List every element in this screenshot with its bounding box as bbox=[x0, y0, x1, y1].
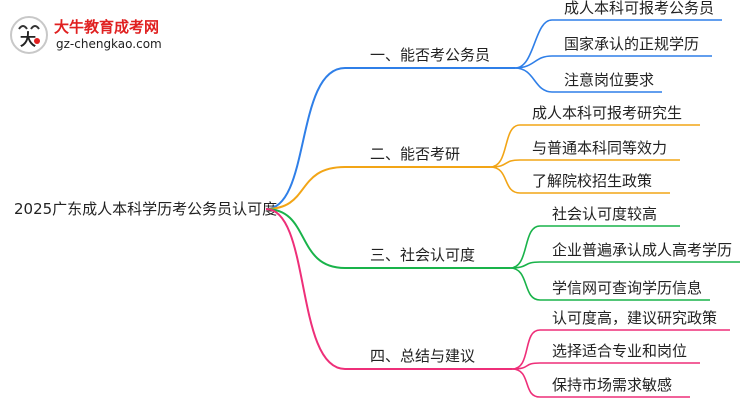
root-node-label: 2025广东成人本科学历考公务员认可度 bbox=[14, 200, 277, 218]
leaf-connector bbox=[489, 166, 521, 194]
leaf-label: 企业普遍承认成人高考学历 bbox=[552, 241, 732, 259]
branch-connector bbox=[265, 67, 346, 210]
leaf-label: 了解院校招生政策 bbox=[532, 172, 652, 190]
branch-label: 二、能否考研 bbox=[370, 145, 460, 163]
branch-connector bbox=[265, 208, 346, 370]
leaf-label: 认可度高，建议研究政策 bbox=[552, 309, 717, 327]
leaf-label: 选择适合专业和岗位 bbox=[552, 342, 687, 360]
leaf-connector bbox=[511, 368, 541, 398]
leaf-label: 成人本科可报考研究生 bbox=[532, 104, 682, 122]
leaf-connector bbox=[509, 225, 541, 269]
site-logo[interactable]: 大 大牛教育成考网 gz-chengkao.com bbox=[10, 14, 180, 58]
leaf-connector bbox=[514, 67, 553, 93]
leaf-label: 社会认可度较高 bbox=[552, 205, 657, 223]
leaf-label: 国家承认的正规学历 bbox=[564, 35, 699, 53]
leaf-connector bbox=[509, 261, 541, 269]
leaf-connector bbox=[514, 19, 553, 69]
branch-connector bbox=[265, 208, 346, 269]
branch-label: 三、社会认可度 bbox=[370, 246, 475, 264]
leaf-connector bbox=[489, 124, 521, 168]
svg-text:大: 大 bbox=[20, 30, 36, 49]
leaf-connector bbox=[509, 267, 541, 301]
leaf-label: 与普通本科同等效力 bbox=[532, 139, 667, 157]
logo-url: gz-chengkao.com bbox=[56, 37, 162, 51]
leaf-connector bbox=[511, 362, 541, 370]
leaf-connector bbox=[511, 329, 541, 370]
leaf-label: 学信网可查询学历信息 bbox=[552, 279, 702, 297]
logo-title: 大牛教育成考网 bbox=[54, 18, 160, 36]
branch-label: 四、总结与建议 bbox=[370, 347, 475, 365]
leaf-label: 保持市场需求敏感 bbox=[552, 376, 672, 394]
branch-connector bbox=[265, 166, 346, 210]
leaf-label: 成人本科可报考公务员 bbox=[564, 0, 714, 17]
branch-label: 一、能否考公务员 bbox=[370, 46, 490, 64]
bull-head-logo-icon: 大 bbox=[10, 16, 48, 54]
leaf-label: 注意岗位要求 bbox=[564, 71, 654, 89]
